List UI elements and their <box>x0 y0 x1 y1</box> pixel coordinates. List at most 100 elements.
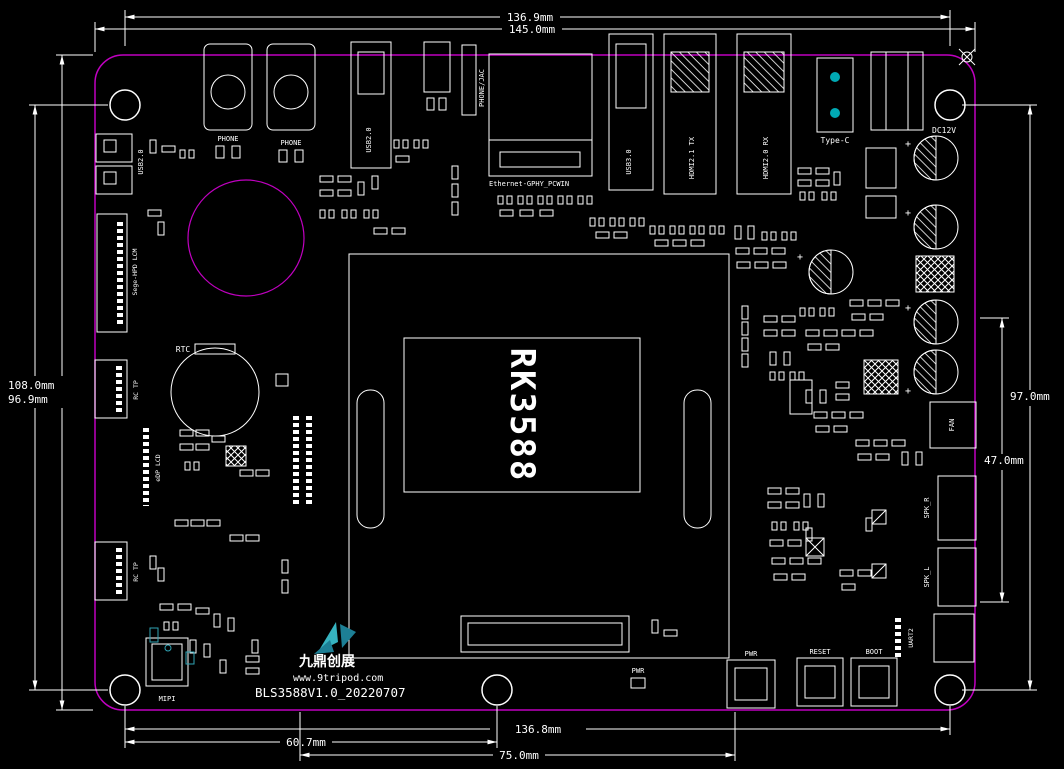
connector-label: USB2.0 <box>365 127 373 152</box>
small-top-connector <box>423 41 451 111</box>
typec-pad <box>830 72 840 82</box>
usb3-connector: USB3.0 <box>608 33 654 191</box>
mipi-connector: MIPI <box>145 637 189 703</box>
connector-label: Sege-HPD LCM <box>131 248 139 295</box>
dim-label: 145.0mm <box>509 23 556 36</box>
right-edge-connector <box>933 613 975 663</box>
polarity-mark: + <box>905 208 911 219</box>
dimension-top-outer: 145.0mm <box>95 23 975 36</box>
connector-label: USB2.0 <box>137 149 145 174</box>
button-label: PWR <box>745 650 758 658</box>
connector-label: USB3.0 <box>625 149 633 174</box>
polarity-mark: + <box>905 139 911 150</box>
dimension-bottom-full: 136.8mm <box>125 723 950 736</box>
board-to-board-connector <box>460 615 630 653</box>
boot-button: BOOT <box>850 648 898 707</box>
dimension-bottom-right: 75.0mm <box>300 749 735 762</box>
watermark: 九鼎创展 www.9tripod.com <box>293 622 383 684</box>
audio-jack-2: PHONE <box>266 43 316 163</box>
cpu-shield-outline <box>348 253 730 659</box>
teal-components <box>149 627 195 665</box>
fiducial-mark <box>958 48 976 66</box>
speaker-left-connector: SPK_L <box>923 547 977 607</box>
mounting-hole <box>109 89 141 121</box>
button-label: BOOT <box>866 648 884 656</box>
dimension-right-inner: 47.0mm <box>984 318 1024 602</box>
cpu-label: RK3588 <box>502 348 542 483</box>
connector-label: PHONE <box>280 139 301 147</box>
connector-label: DC12V <box>932 126 956 135</box>
typec-connector: Type-C <box>816 57 854 145</box>
typec-pad <box>830 108 840 118</box>
cross-square-component <box>805 537 825 557</box>
crosshatch-component-left <box>225 445 247 467</box>
connector-label: SPK_L <box>923 566 931 587</box>
ethernet-connector: Ethernet-GPHY_PCWIN <box>488 53 593 188</box>
connector-label: HDMI2.1 TX <box>688 136 696 179</box>
mounting-hole <box>109 674 141 706</box>
connector-label: eDP LCD <box>154 454 162 481</box>
dim-label: 136.8mm <box>515 723 562 736</box>
ddr-chip-left <box>356 389 385 529</box>
mounting-hole <box>481 674 513 706</box>
button-label: RESET <box>809 648 831 656</box>
board-title: BLS3588V1.0_20220707 <box>255 685 406 700</box>
electrolytic-capacitors: + + + + + <box>797 135 959 397</box>
inductor-crosshatch <box>863 359 899 395</box>
power-led: PWR <box>630 667 646 689</box>
dim-label: 136.9mm <box>507 11 554 24</box>
usb2-top-connector: USB2.0 <box>350 41 392 169</box>
dim-label: 97.0mm <box>1010 390 1050 403</box>
connector-label: UART2 <box>907 628 915 648</box>
hdmi-rx-connector: HDMI2.0 RX <box>736 33 792 195</box>
inductor-crosshatch <box>915 255 955 293</box>
lcm-connector: Sege-HPD LCM <box>96 213 139 333</box>
polarity-mark: + <box>905 303 911 314</box>
mounting-hole <box>934 89 966 121</box>
audio-jack-1: PHONE <box>203 43 253 159</box>
led-label: PWR <box>632 667 645 675</box>
connector-label: SPK_R <box>923 497 931 519</box>
connector-label: PHONE <box>217 135 238 143</box>
dimension-extension-lines <box>29 10 1037 761</box>
dimension-top-inner: 136.9mm <box>125 11 950 24</box>
dim-label: 75.0mm <box>499 749 539 762</box>
connector-label: FAN <box>948 419 956 432</box>
dim-label: 60.7mm <box>286 736 326 749</box>
connector-label: MIPI <box>159 695 176 703</box>
watermark-website: www.9tripod.com <box>293 673 383 684</box>
ddr-chip-right <box>683 389 712 529</box>
board-keepout-circle <box>187 179 305 297</box>
connector-label: Ethernet-GPHY_PCWIN <box>489 180 569 188</box>
rtc-label: RTC <box>176 345 191 354</box>
touch-panel-connector-1: RC TP <box>94 359 140 419</box>
reset-button: RESET <box>796 648 844 707</box>
dim-label: 96.9mm <box>8 393 48 406</box>
watermark-logo <box>314 622 356 654</box>
speaker-right-connector: SPK_R <box>923 475 977 541</box>
polarity-mark: + <box>905 386 911 397</box>
polarity-mark: + <box>797 252 803 263</box>
connector-label: PHONE/JAC <box>478 69 486 107</box>
touch-panel-connector-2: RC TP <box>94 541 140 601</box>
dim-label: 108.0mm <box>8 379 55 392</box>
power-inductors <box>789 147 955 415</box>
rtc-battery: RTC <box>170 343 260 437</box>
dc-power-jack: DC12V <box>870 51 956 135</box>
connector-label: HDMI2.0 RX <box>762 136 770 179</box>
edp-lcd-connector: eDP LCD <box>143 428 162 506</box>
cpu-left-pad-columns <box>275 373 312 506</box>
fan-connector: FAN <box>929 401 977 449</box>
dimension-right-outer: 97.0mm <box>1010 105 1050 690</box>
mounting-hole <box>934 674 966 706</box>
uart2-header: UART2 <box>895 618 915 658</box>
board-to-board-inner <box>467 622 623 646</box>
connector-label: Type-C <box>821 136 850 145</box>
usb2-left-connector: USB2.0 <box>95 133 145 195</box>
connector-label: RC TP <box>132 562 140 582</box>
headphone-jack: PHONE/JAC <box>461 44 486 116</box>
diag-square-components <box>871 509 887 579</box>
power-button: PWR <box>726 650 776 709</box>
dimension-left-outer: 108.0mm <box>8 55 65 710</box>
